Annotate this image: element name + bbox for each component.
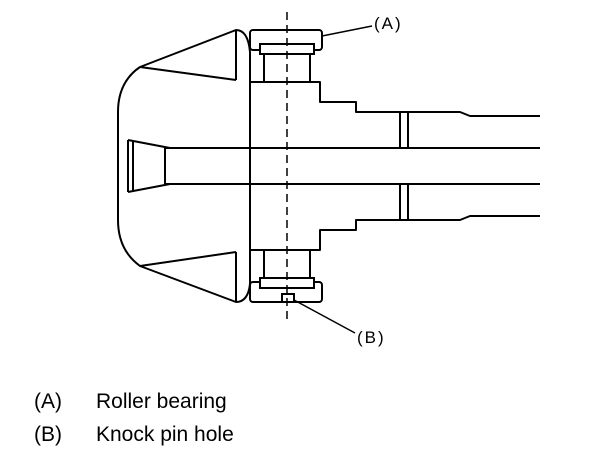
legend-label: Knock pin hole	[96, 423, 234, 446]
leader-line-a	[321, 25, 373, 37]
legend-item-roller-bearing: (A) Roller bearing	[34, 390, 227, 414]
roller-bearing-upper	[249, 29, 323, 83]
callout-label-a: (A)	[374, 14, 403, 33]
legend-item-knock-pin-hole: (B) Knock pin hole	[34, 423, 234, 447]
callout-label-b: (B)	[357, 328, 386, 347]
pinion-gear-head	[117, 29, 251, 303]
legend-key: (B)	[34, 423, 62, 446]
legend-label: Roller bearing	[96, 390, 227, 413]
bevel-pinion-shaft-diagram	[117, 12, 540, 334]
leader-line-b	[293, 299, 356, 334]
legend-key: (A)	[34, 390, 62, 413]
knock-pin-hole	[281, 293, 295, 303]
